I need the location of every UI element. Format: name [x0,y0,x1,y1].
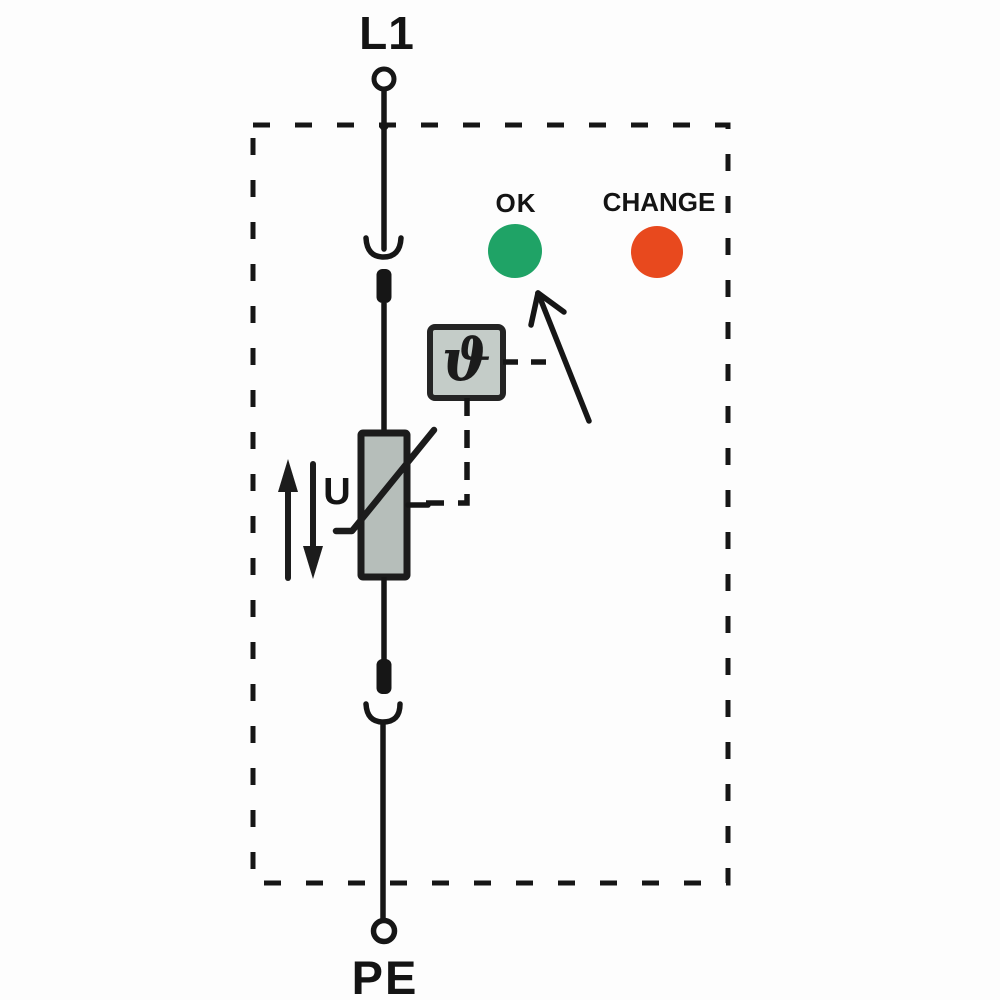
thermal-disconnect-theta-symbol: ϑ [441,325,492,394]
varistor-body [357,429,411,581]
wire-border-junction-dot [379,121,389,131]
voltage-arrow-up-head [278,459,298,492]
disconnect-contact-bar-top [376,269,392,303]
indicator-arrow-shaft [535,290,592,424]
disconnect-contact-arc-top [363,235,404,260]
voltage-u-label: U [323,471,351,513]
disconnect-contact-arc-bottom [363,701,403,725]
indicator-arrow-barb-right [535,290,567,315]
terminal-circle-l1 [371,66,397,92]
change-led [631,226,683,278]
device-enclosure-dashed-border [250,122,731,886]
thermal-sense-dashed-link [426,398,470,506]
change-label: CHANGE [602,187,716,217]
varistor-diagonal-stroke [332,426,438,535]
terminal-label-pe: PE [351,951,419,1000]
terminal-label-l1: L1 [359,7,415,59]
ok-led [488,224,542,278]
voltage-arrow-down-head [303,546,323,579]
ok-label: OK [495,188,537,218]
disconnect-contact-bar-bottom [376,659,392,694]
terminal-circle-pe [370,917,398,945]
indicator-arrow-barb-left [528,290,541,328]
